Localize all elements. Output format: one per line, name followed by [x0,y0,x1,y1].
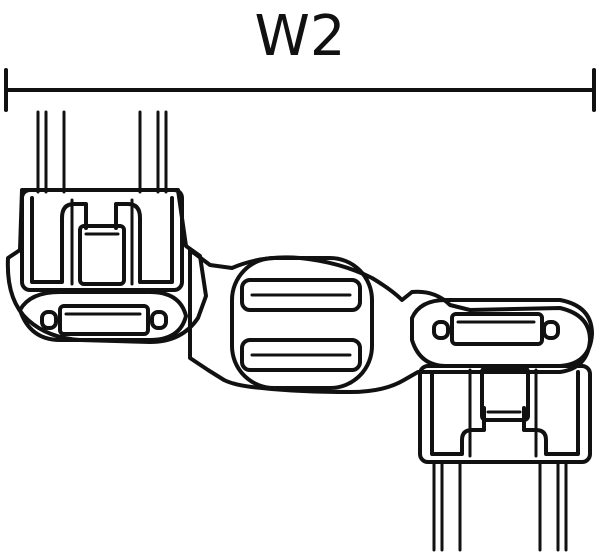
right-cable-strands [432,460,568,552]
mount-body-outline [188,248,592,394]
center-saddle [230,256,374,390]
left-cable-strands [36,110,168,194]
dimension-line [4,68,596,112]
left-clip-head [5,188,208,344]
right-clip-head [410,298,594,464]
dimension-label-w2: W2 [254,4,346,69]
